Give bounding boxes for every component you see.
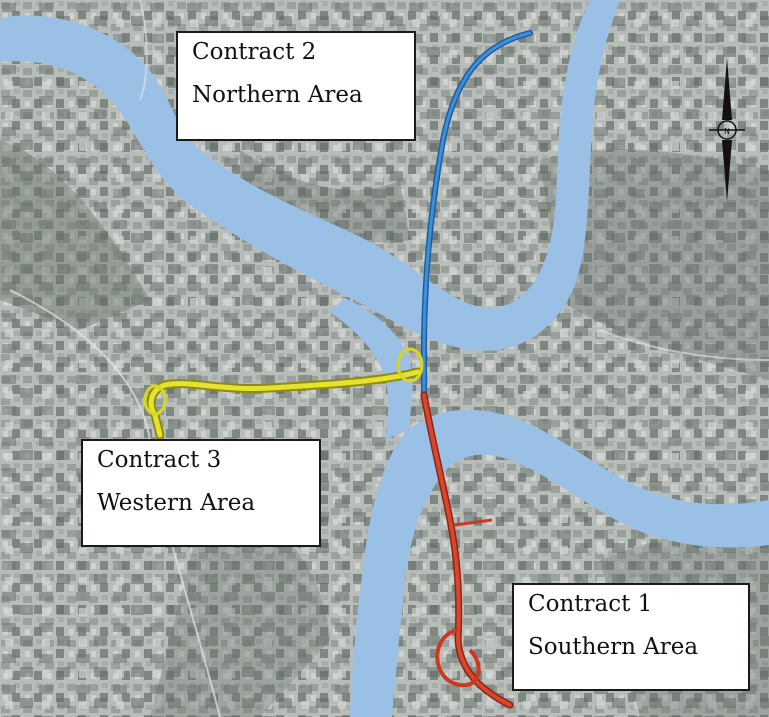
contract-1-area: Southern Area <box>528 634 699 660</box>
vegetation-patch <box>540 149 769 380</box>
contract-3-area: Western Area <box>97 490 256 516</box>
svg-text:N: N <box>724 127 730 136</box>
southern-interchange <box>435 628 481 688</box>
contract-2-title: Contract 2 <box>192 39 317 65</box>
existing-road <box>599 329 769 361</box>
contract-2-area: Northern Area <box>192 82 363 108</box>
western-interchange <box>396 347 424 383</box>
northern-route-highlight <box>422 31 532 397</box>
contract-1-label: Contract 1 Southern Area <box>512 583 750 691</box>
vegetation-patch <box>150 515 330 717</box>
contract-3-title: Contract 3 <box>97 447 222 473</box>
river <box>350 409 769 717</box>
contract-2-label: Contract 2 Northern Area <box>176 31 416 141</box>
vegetation-patch <box>0 140 150 330</box>
existing-road <box>139 0 148 101</box>
river <box>0 0 620 351</box>
north-arrow-icon: N <box>709 58 745 202</box>
southern-route-highlight <box>422 393 512 707</box>
contract-1-title: Contract 1 <box>528 591 653 617</box>
river <box>330 298 413 440</box>
southern-interchange <box>454 518 493 527</box>
western-interchange <box>143 384 167 416</box>
contract-3-label: Contract 3 Western Area <box>81 439 321 547</box>
western-route-highlight <box>148 369 421 438</box>
